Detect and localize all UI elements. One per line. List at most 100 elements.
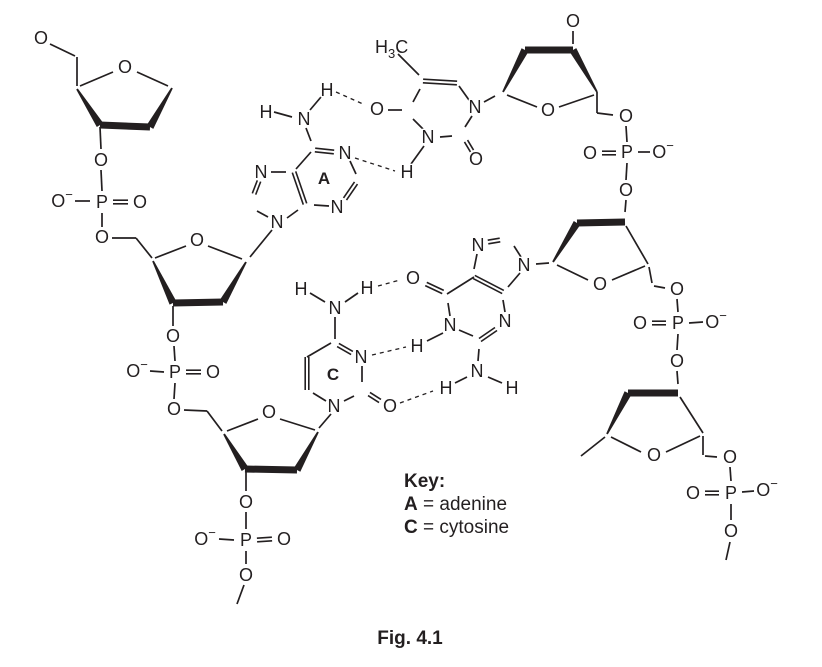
atom-label-H: H xyxy=(440,378,453,398)
key-entry: A = adenine xyxy=(404,493,509,516)
atom-label-O: O xyxy=(166,326,180,346)
figure-caption: Fig. 4.1 xyxy=(377,628,443,649)
bond xyxy=(624,199,627,213)
bond xyxy=(342,181,356,199)
bond xyxy=(665,435,701,453)
bond xyxy=(136,71,169,87)
atom-label-O: O xyxy=(619,106,633,126)
atom-label-O: O xyxy=(633,313,647,333)
key-symbol: A xyxy=(404,494,418,515)
bond xyxy=(625,162,628,181)
bond xyxy=(369,391,382,401)
base-letter-C: C xyxy=(327,365,339,384)
bond xyxy=(483,95,496,103)
bond xyxy=(474,274,505,292)
atom-label-H: H xyxy=(361,278,374,298)
bond xyxy=(424,284,443,295)
bond xyxy=(412,88,421,103)
atom-label-N: N xyxy=(518,255,531,275)
bond xyxy=(556,264,589,281)
atom-label-O: O xyxy=(469,149,483,169)
wedge-bond xyxy=(552,221,581,263)
atom-label-O: O xyxy=(670,279,684,299)
bond xyxy=(741,490,755,493)
atom-label-H3C: H3C xyxy=(375,37,408,61)
bond xyxy=(345,183,359,201)
atom-label-O-minus: O− xyxy=(652,138,674,162)
bond xyxy=(49,43,76,57)
base-letter-A: A xyxy=(318,169,330,188)
bond xyxy=(207,245,243,260)
wedge-bond xyxy=(569,48,598,93)
bond xyxy=(99,121,151,131)
bond xyxy=(244,465,298,474)
atom-label-O: O xyxy=(167,399,181,419)
bond xyxy=(463,141,472,153)
atom-label-N: N xyxy=(444,315,457,335)
bond xyxy=(676,333,679,351)
atom-label-N: N xyxy=(471,361,484,381)
bond xyxy=(423,78,458,83)
bond xyxy=(312,392,327,402)
atom-label-H: H xyxy=(321,80,334,100)
key-entry: C = cytosine xyxy=(404,516,509,539)
bond xyxy=(306,342,332,358)
wedge-bond xyxy=(219,261,247,304)
bond xyxy=(653,285,666,289)
atom-label-O: O xyxy=(190,230,204,250)
bond xyxy=(506,94,538,108)
bond xyxy=(206,410,223,432)
bond xyxy=(477,348,480,362)
hydrogen-bond xyxy=(377,279,401,287)
atom-label-O: O xyxy=(723,447,737,467)
bond xyxy=(558,94,595,108)
atom-label-N: N xyxy=(355,347,368,367)
hydrogen-bond xyxy=(354,157,396,172)
bond xyxy=(279,418,316,431)
atom-label-O: O xyxy=(566,11,580,31)
bond xyxy=(251,180,259,194)
bond xyxy=(454,376,468,384)
bond xyxy=(236,584,245,605)
bond xyxy=(336,345,352,356)
bond xyxy=(580,436,606,457)
key-title: Key: xyxy=(404,471,446,492)
atom-label-O: O xyxy=(670,351,684,371)
bond xyxy=(314,150,334,155)
bond xyxy=(729,466,732,482)
atom-label-O: O xyxy=(206,362,220,382)
bond xyxy=(688,321,704,324)
bond xyxy=(487,237,500,242)
bond xyxy=(318,413,332,429)
atom-label-N: N xyxy=(472,235,485,255)
key-symbol: C xyxy=(404,517,418,538)
bond xyxy=(625,225,649,265)
bond xyxy=(315,147,335,152)
atom-label-P: P xyxy=(240,530,252,550)
bond xyxy=(218,538,235,541)
bond xyxy=(676,370,679,385)
bond xyxy=(679,396,704,434)
wedge-bond xyxy=(152,260,177,305)
atom-label-N: N xyxy=(499,311,512,331)
bond xyxy=(295,151,312,170)
bond xyxy=(478,326,496,340)
bond xyxy=(625,125,628,143)
atom-label-P: P xyxy=(672,313,684,333)
atom-label-N: N xyxy=(328,396,341,416)
atom-label-O-minus: O− xyxy=(51,187,73,211)
key-name: = cytosine xyxy=(417,517,510,538)
wedge-bond xyxy=(293,431,319,472)
bond xyxy=(648,266,653,284)
atom-label-O: O xyxy=(133,192,147,212)
bond xyxy=(249,229,273,258)
bond xyxy=(439,135,453,138)
atom-label-N: N xyxy=(469,97,482,117)
atom-label-O: O xyxy=(239,492,253,512)
bond xyxy=(286,209,299,219)
bond xyxy=(487,376,503,384)
atom-label-O: O xyxy=(406,268,420,288)
bond xyxy=(154,245,187,259)
atom-label-N: N xyxy=(329,298,342,318)
